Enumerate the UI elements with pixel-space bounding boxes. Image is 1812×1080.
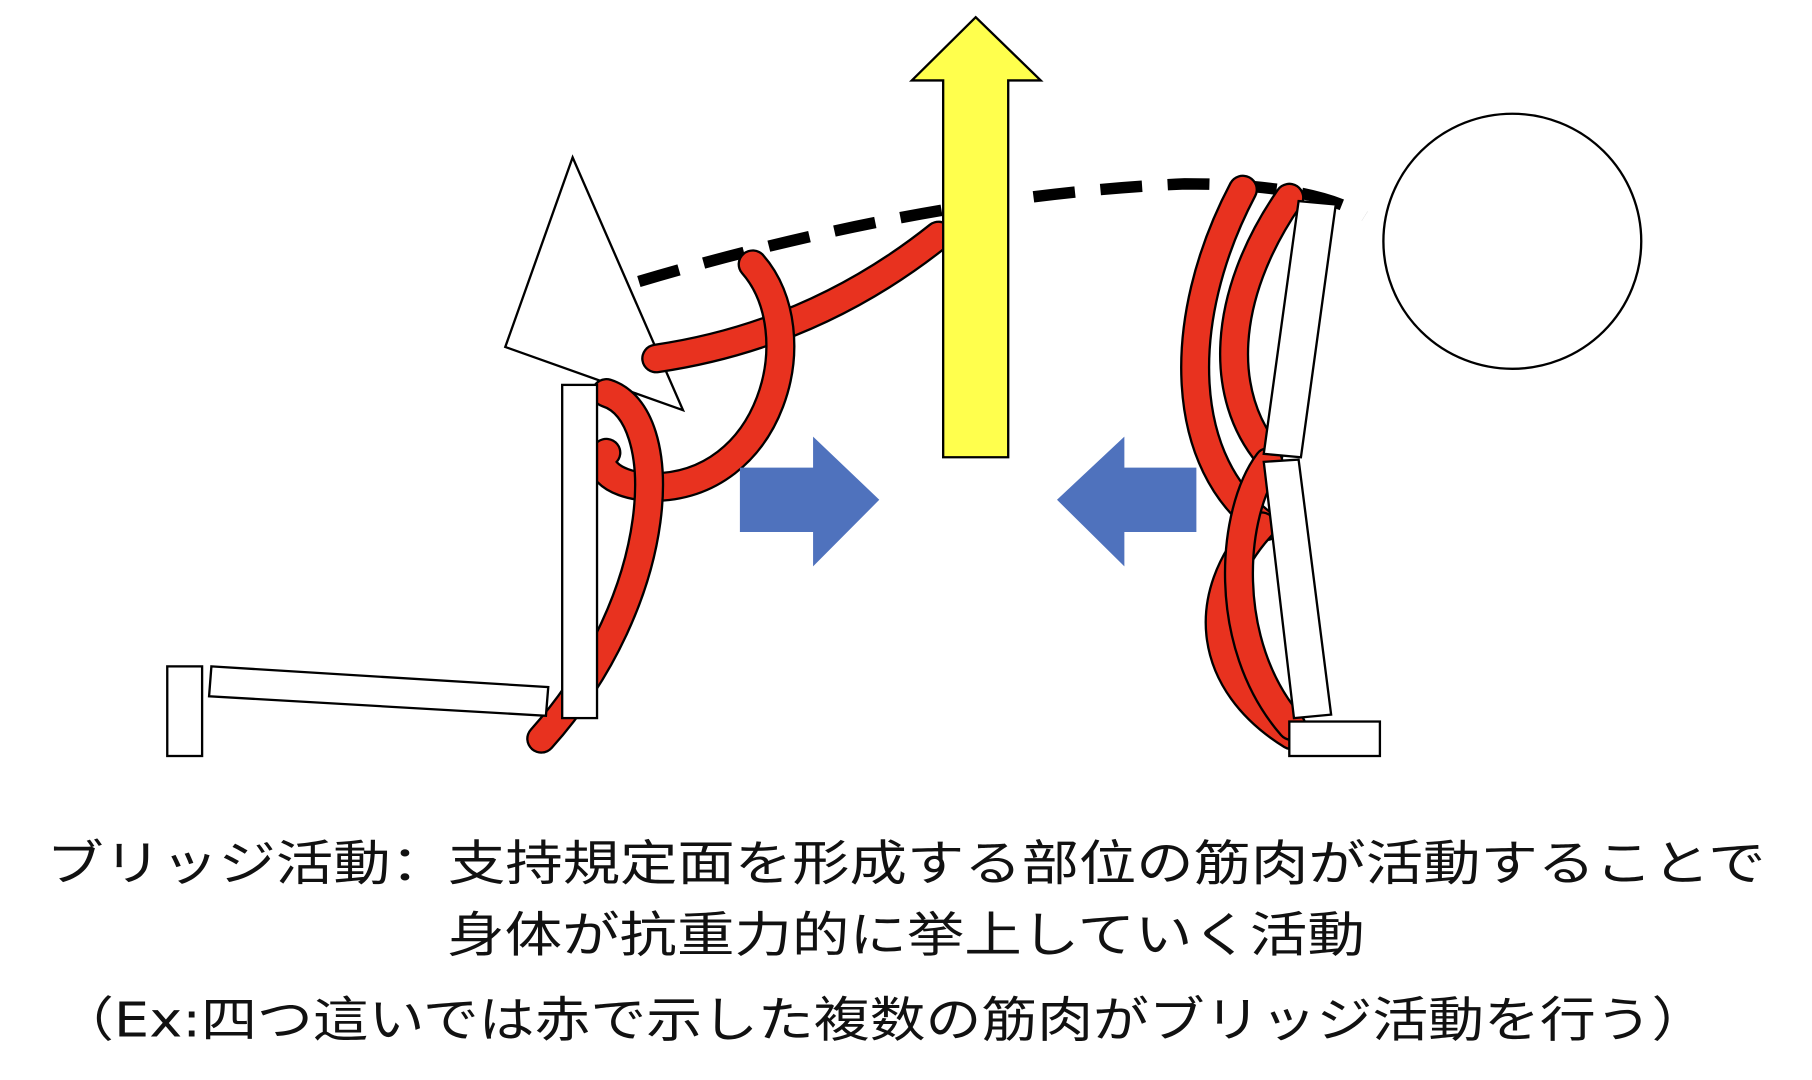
upward-arrow xyxy=(909,15,1044,459)
pelvis-triangle xyxy=(503,154,686,413)
upper-arm-segment xyxy=(1262,199,1338,459)
hand-segment xyxy=(1288,720,1382,758)
body-line-dashed xyxy=(637,178,1368,287)
left-pointing-arrow xyxy=(1057,436,1197,567)
right-pointing-arrow xyxy=(739,436,880,567)
caption-line-3: （Ex:四つ這いでは赤で示した複数の筋肉がブリッジ活動を行う） xyxy=(58,993,1707,1049)
thigh-segment xyxy=(561,383,599,720)
foot-segment xyxy=(166,665,204,758)
caption-line-1: ブリッジ活動：支持規定面を形成する部位の筋肉が活動することで xyxy=(46,836,1765,892)
forearm-segment xyxy=(1262,458,1333,720)
caption-line-2: 身体が抗重力的に挙上していく活動 xyxy=(447,908,1365,964)
shin-segment xyxy=(207,665,550,718)
right-muscles xyxy=(1180,174,1307,751)
head xyxy=(1382,112,1643,370)
